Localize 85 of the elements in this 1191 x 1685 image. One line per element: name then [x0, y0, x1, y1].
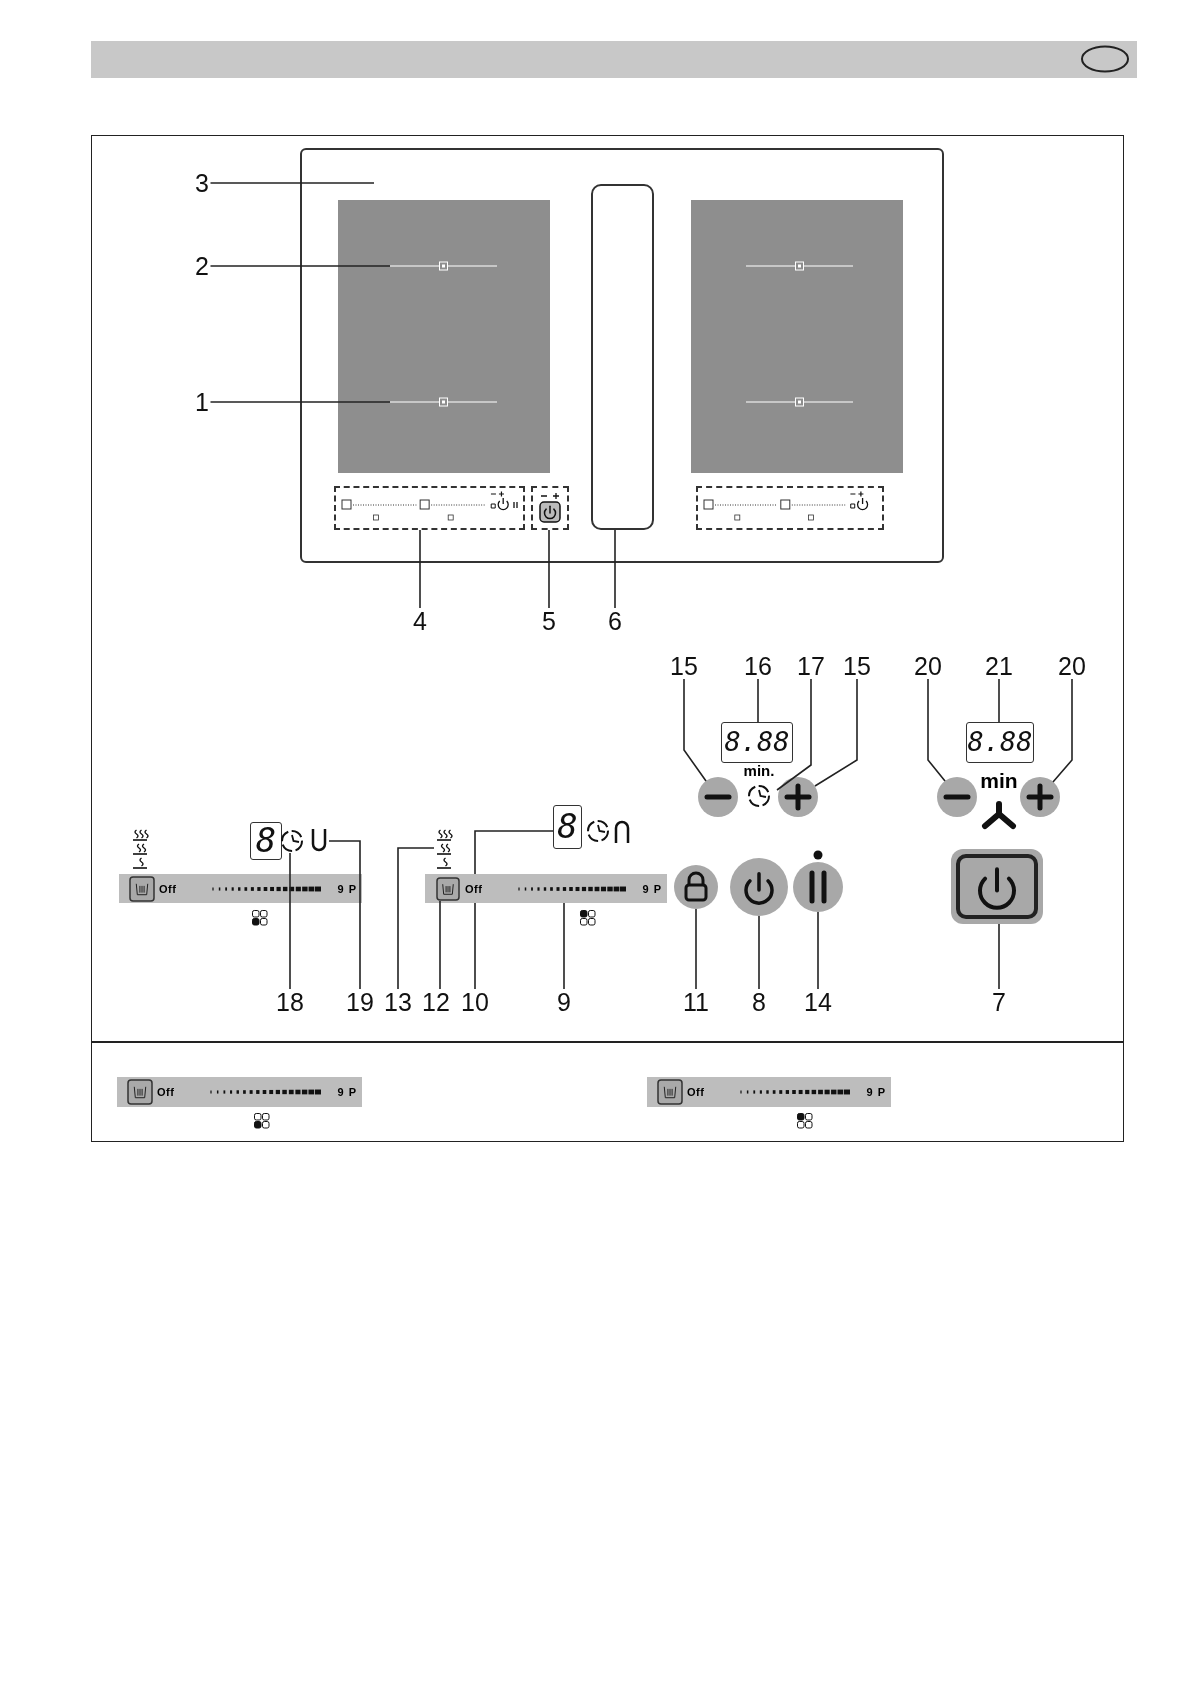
- callout-number: 16: [742, 653, 774, 679]
- callout-number: 14: [802, 989, 834, 1015]
- slider-level-label: 9 P: [642, 881, 662, 896]
- slider-level-label: 9 P: [337, 881, 357, 896]
- callout-number: 21: [983, 653, 1015, 679]
- leader-line: [289, 852, 291, 990]
- callout-number: 17: [795, 653, 827, 679]
- leader-line: [548, 529, 550, 609]
- zone-marker: [746, 261, 853, 271]
- cooking-zone-plate: [691, 200, 903, 473]
- leader-line: [563, 902, 565, 990]
- callout-number: 18: [274, 989, 306, 1015]
- callout-number: 19: [344, 989, 376, 1015]
- callout-number: 20: [912, 653, 944, 679]
- slider-bar: [117, 1077, 362, 1107]
- digit-display: 8.88: [721, 722, 793, 763]
- leader-line: [474, 830, 554, 990]
- callout-number: 10: [459, 989, 491, 1015]
- callout-number: 2: [193, 253, 211, 279]
- leader-line: [419, 529, 421, 609]
- slider-off-label: Off: [687, 1085, 705, 1099]
- leader-line: [683, 678, 707, 782]
- callout-number: 15: [841, 653, 873, 679]
- slider-off-label: Off: [157, 1085, 175, 1099]
- digit-display: 8: [553, 805, 582, 849]
- unit-label: min: [979, 770, 1019, 792]
- leader-line: [614, 529, 616, 609]
- slider-level-label: 9 P: [866, 1085, 886, 1099]
- callout-number: 12: [420, 989, 452, 1015]
- zone-marker: [746, 397, 853, 407]
- leader-line: [757, 678, 759, 723]
- leader-line: [695, 908, 697, 990]
- callout-number: 11: [680, 989, 712, 1015]
- main-power-button: [951, 849, 1043, 924]
- lock-button: [674, 865, 718, 909]
- slider-bar: [647, 1077, 891, 1107]
- cooking-zone-plate: [338, 200, 550, 473]
- callout-number: 1: [193, 389, 211, 415]
- slider-off-label: Off: [465, 881, 483, 896]
- leader-line: [758, 915, 760, 990]
- pause-button: [793, 862, 843, 912]
- callout-number: 8: [750, 989, 768, 1015]
- minus-button: [698, 777, 738, 817]
- control-panel-outline: [696, 486, 884, 530]
- leader-line: [998, 678, 1000, 723]
- minus-button: [937, 777, 977, 817]
- callout-number: 4: [411, 608, 429, 634]
- slider-bar: [425, 874, 667, 903]
- slider-off-label: Off: [159, 881, 177, 896]
- control-panel-outline: [334, 486, 525, 530]
- heat-level-icon: [434, 828, 454, 869]
- leader-line: [209, 401, 391, 403]
- hob-outline: [300, 148, 944, 563]
- zone-marker: [390, 261, 497, 271]
- callout-number: 7: [990, 989, 1008, 1015]
- leader-line: [1052, 678, 1073, 783]
- zone-marker: [390, 397, 497, 407]
- callout-number: 6: [606, 608, 624, 634]
- leader-line: [209, 182, 375, 184]
- callout-number: 20: [1056, 653, 1088, 679]
- slider-bar: [119, 874, 362, 903]
- leader-line: [817, 911, 819, 990]
- control-panel-outline: [531, 486, 569, 530]
- callout-number: 9: [555, 989, 573, 1015]
- leader-line: [998, 923, 1000, 990]
- slider-level-label: 9 P: [337, 1085, 357, 1099]
- timer-icon: [280, 829, 304, 853]
- plus-button: [778, 777, 818, 817]
- callout-number: 15: [668, 653, 700, 679]
- leader-line: [209, 265, 391, 267]
- leader-line: [439, 900, 441, 990]
- leader-line: [328, 840, 361, 990]
- vent-outline: [591, 184, 654, 530]
- leader-line: [776, 678, 812, 791]
- pot-key-icon: [436, 877, 460, 901]
- unit-label: min.: [742, 763, 776, 779]
- leader-line: [814, 678, 858, 787]
- digit-display: 8.88: [966, 722, 1034, 763]
- plus-button: [1020, 777, 1060, 817]
- digit-display: 8: [250, 822, 282, 860]
- callout-number: 13: [382, 989, 414, 1015]
- callout-number: 3: [193, 170, 211, 196]
- leader-line: [927, 678, 946, 782]
- callout-number: 5: [540, 608, 558, 634]
- leader-line: [397, 847, 435, 990]
